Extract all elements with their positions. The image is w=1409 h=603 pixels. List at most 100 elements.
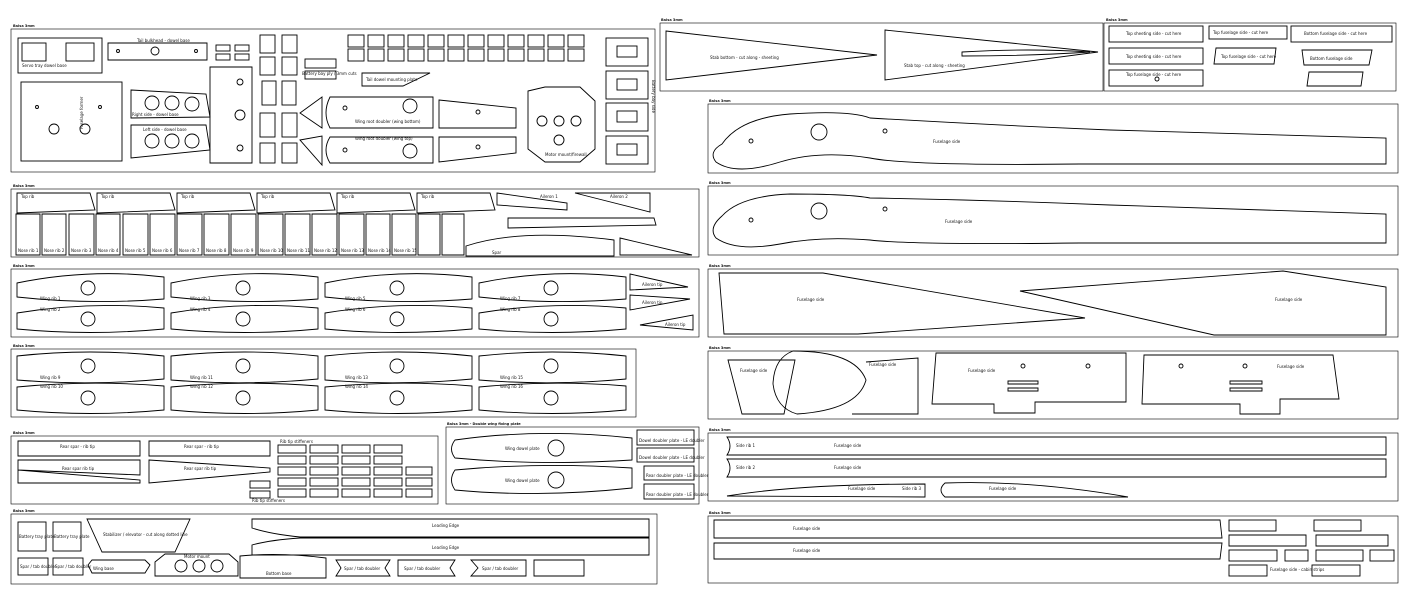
part-label: Right side - dowel base xyxy=(132,112,179,117)
panel-header: Balsa 3mm xyxy=(709,511,731,515)
wing-dowel-plate xyxy=(451,433,633,464)
part-label: Rib tip stiffeners xyxy=(252,498,285,503)
wing-base xyxy=(87,559,151,574)
part-label: Fuselage side xyxy=(797,297,825,302)
grid-cell xyxy=(309,477,339,487)
leading-edge-strip xyxy=(251,537,650,556)
panel-fuselage-tops: Balsa 3mm Top sheeting side - cut here T… xyxy=(1103,18,1397,92)
wing-rib xyxy=(170,382,319,414)
spar-hole xyxy=(80,311,96,327)
nose-rib xyxy=(122,213,149,256)
small-plate xyxy=(281,56,298,76)
part-label: Top rib xyxy=(420,194,435,199)
dowel-hole xyxy=(150,46,160,56)
small-strip xyxy=(304,70,337,80)
part-label: Top sheeting side - cut here xyxy=(1125,31,1182,36)
spar-hole xyxy=(235,311,251,327)
nose-rib xyxy=(338,213,365,256)
part-label: Bottom fuselage side xyxy=(1310,56,1353,61)
lightening-hole xyxy=(553,115,565,127)
stabilizer-part xyxy=(86,518,191,553)
fuselage-side-part xyxy=(718,272,1086,335)
dowel-hole xyxy=(234,109,246,121)
panel-stab-sheeting: Balsa 3mm Stab bottom - cut along - shee… xyxy=(659,18,1104,92)
part-label: Aileron 1 xyxy=(540,194,558,199)
part-label: Dowel doubler plate - LE doubler xyxy=(639,455,705,460)
fuselage-strip xyxy=(726,436,1387,456)
part-label: Battery tray plate xyxy=(19,534,55,539)
grid-cell xyxy=(405,466,433,476)
part-label: Spar / tab doubler xyxy=(20,564,57,569)
spar-hole xyxy=(543,390,559,406)
grid-cell xyxy=(277,444,307,454)
lightening-hole xyxy=(536,115,548,127)
grid-cell xyxy=(567,48,585,62)
panel-header: Balsa 3mm xyxy=(13,509,35,513)
pin-hole xyxy=(1020,363,1026,369)
nose-rib xyxy=(203,213,230,256)
wing-rib xyxy=(170,351,319,384)
panel-frame xyxy=(1103,22,1397,92)
grid-cell xyxy=(547,34,565,48)
spar-hole xyxy=(389,280,405,296)
part-label: Side rib 3 xyxy=(902,486,921,491)
rib-label: Nose rib 7 xyxy=(179,248,200,253)
fuselage-side-part xyxy=(1141,354,1340,415)
pin-hole xyxy=(1242,363,1248,369)
grid-cell xyxy=(547,48,565,62)
spar-part xyxy=(507,217,657,229)
part-label: Motor mount/firewall xyxy=(545,152,587,157)
pin-hole xyxy=(236,144,244,152)
panel-frame xyxy=(659,22,1104,92)
part-label: Top fuselage side - cut here xyxy=(1212,30,1269,35)
lightening-hole xyxy=(144,95,160,111)
wing-rib xyxy=(478,351,627,384)
grid-cell xyxy=(507,48,525,62)
part-label: Fuselage side xyxy=(869,362,897,367)
grid-cell xyxy=(447,34,465,48)
spar-hole xyxy=(235,358,251,374)
spar-hole xyxy=(235,390,251,406)
nose-rib xyxy=(41,213,67,256)
grid-cell xyxy=(387,34,405,48)
pin-hole xyxy=(98,105,102,109)
rib-label: Nose rib 6 xyxy=(152,248,173,253)
part-label: Wing dowel plate xyxy=(505,446,540,451)
panel-frame xyxy=(10,188,700,258)
grid-cell xyxy=(527,48,545,62)
lightening-hole xyxy=(174,559,188,573)
grid-cell xyxy=(405,488,433,498)
grid-cell xyxy=(249,480,271,489)
nose-rib xyxy=(176,213,203,256)
top-rib-part xyxy=(16,192,96,214)
bay-cutout xyxy=(616,78,638,91)
part-label: Bottom base xyxy=(266,571,292,576)
lightening-hole xyxy=(402,98,418,114)
panel-header: Balsa 3mm xyxy=(709,428,731,432)
spar-strip xyxy=(148,440,271,457)
rib-label: Wing rib 15 xyxy=(500,375,523,380)
pin-hole xyxy=(475,144,481,150)
nose-rib xyxy=(95,213,121,256)
doubler-plate xyxy=(636,429,695,446)
dowel-hole xyxy=(79,123,91,135)
panel-fuselage-side-a: Balsa 3mm Fuselage side xyxy=(707,99,1399,174)
aileron-part xyxy=(619,237,693,256)
grid-cell xyxy=(309,466,339,476)
rib-label: Wing rib 6 xyxy=(345,307,366,312)
part-label: Spar / tab doubler xyxy=(55,564,92,569)
grid-cell xyxy=(309,455,339,465)
grid-cell xyxy=(341,466,371,476)
part-label: Fuselage side xyxy=(740,368,768,373)
small-plate xyxy=(259,56,276,76)
panel-fuselage-strips: Balsa 3mm Side rib 1 Fuselage side Side … xyxy=(707,428,1399,502)
panel-frame xyxy=(10,435,439,505)
doubler-plate xyxy=(643,465,695,481)
rib-label: Wing rib 11 xyxy=(190,375,213,380)
panel-header: Balsa 3mm xyxy=(709,99,731,103)
part-label: Bottom fuselage side - cut here xyxy=(1304,31,1368,36)
wing-rib xyxy=(478,273,627,303)
rib-label: Wing rib 4 xyxy=(190,307,211,312)
top-rib-part xyxy=(96,192,176,214)
small-plate xyxy=(281,142,298,164)
